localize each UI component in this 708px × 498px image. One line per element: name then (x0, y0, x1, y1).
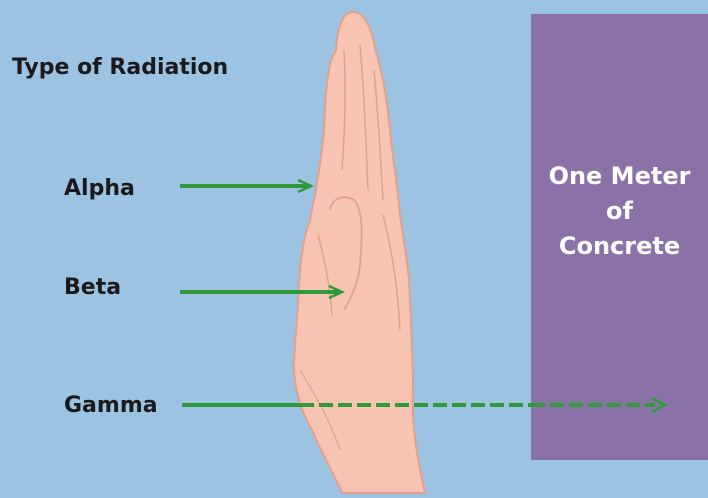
beta-label: Beta (64, 275, 121, 300)
hand-outline (294, 12, 425, 493)
diagram-title: Type of Radiation (12, 55, 228, 80)
concrete-label: One Meter of Concrete (531, 159, 708, 264)
gamma-label: Gamma (64, 393, 158, 418)
concrete-barrier: One Meter of Concrete (531, 14, 708, 460)
hand-illustration (294, 12, 425, 493)
alpha-label: Alpha (64, 176, 135, 201)
alpha-arrow (180, 180, 311, 192)
